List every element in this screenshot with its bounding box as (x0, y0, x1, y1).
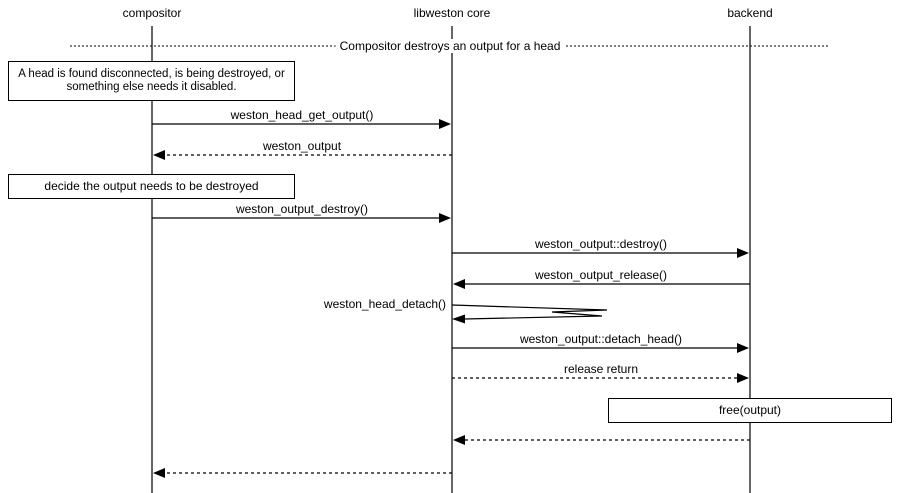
note-note-free-output: free(output) (608, 398, 892, 423)
actor-label-libweston-core: libweston core (413, 6, 491, 20)
message-arrowhead-msg-weston-output-destroy (439, 213, 451, 223)
messages (152, 119, 750, 478)
message-label-msg-weston-head-detach: weston_head_detach() (320, 297, 449, 311)
message-label-msg-weston-output-release: weston_output_release() (531, 268, 671, 282)
self-message-line (451, 304, 608, 320)
message-arrowhead-msg-backend-return (453, 435, 465, 445)
message-arrowhead-msg-weston-head-get-output (439, 119, 451, 129)
message-label-msg-release-return: release return (560, 362, 642, 376)
message-label-msg-weston-output-return: weston_output (259, 139, 345, 153)
message-label-msg-weston-head-get-output: weston_head_get_output() (227, 108, 377, 122)
message-label-msg-weston-output-detach-head: weston_output::detach_head() (516, 332, 686, 346)
note-note-decide-destroy: decide the output needs to be destroyed (8, 174, 295, 199)
message-arrowhead-msg-core-return (153, 468, 165, 478)
message-arrowhead-msg-weston-output-backend-destroy (737, 248, 749, 258)
divider-title: Compositor destroys an output for a head (335, 39, 565, 53)
note-note-head-disconnected: A head is found disconnected, is being d… (8, 61, 295, 101)
message-label-msg-weston-output-destroy: weston_output_destroy() (232, 202, 372, 216)
message-label-msg-weston-output-backend-destroy: weston_output::destroy() (531, 237, 671, 251)
message-arrowhead-msg-weston-output-release (453, 279, 465, 289)
actor-label-backend: backend (727, 6, 773, 20)
message-arrowhead-msg-weston-output-detach-head (737, 343, 749, 353)
self-message-arrowhead (452, 314, 465, 324)
message-arrowhead-msg-release-return (737, 373, 749, 383)
message-arrowhead-msg-weston-output-return (153, 150, 165, 160)
actor-label-compositor: compositor (122, 6, 182, 20)
